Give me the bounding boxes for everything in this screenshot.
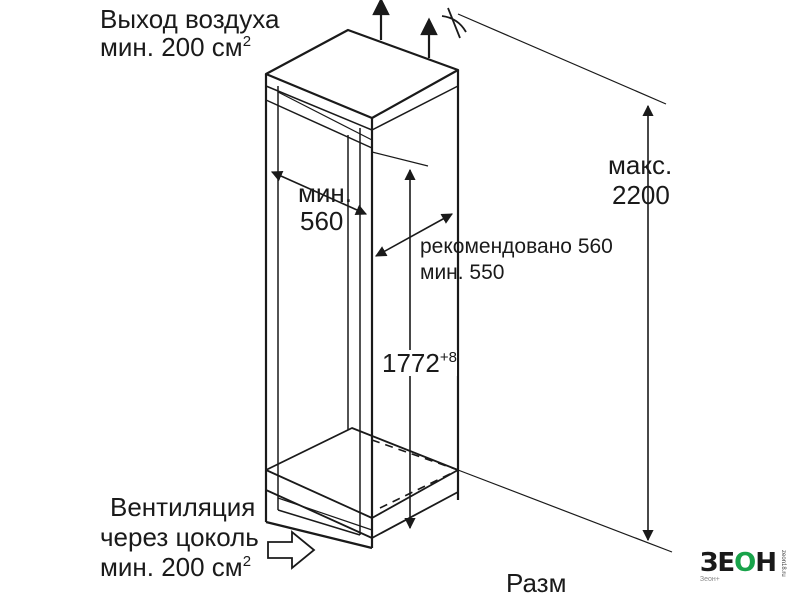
width-label-line1: мин. bbox=[298, 178, 352, 208]
air-outlet-arrows bbox=[372, 0, 467, 58]
dim-line-width-560 bbox=[270, 170, 368, 216]
niche-floor bbox=[265, 427, 459, 519]
air-outlet-label-line2: мин. 200 см2 bbox=[100, 32, 252, 62]
bottom-caption: Разм bbox=[506, 568, 567, 598]
hidden-edges bbox=[371, 439, 459, 509]
max-height-label-line1: макс. bbox=[608, 150, 673, 180]
niche-base bbox=[265, 520, 373, 550]
max-marker-icon bbox=[441, 7, 467, 39]
dimension-lines bbox=[270, 13, 673, 553]
watermark-sub: Зеон+ bbox=[699, 576, 720, 583]
height-1772-label: 1772+8 bbox=[382, 348, 457, 378]
depth-label-line2: мин. 550 bbox=[420, 261, 505, 284]
vent-superscript: 2 bbox=[242, 553, 252, 570]
cabinet-niche bbox=[264, 28, 460, 550]
max-height-label-line2: 2200 bbox=[612, 180, 670, 210]
vent-inlet-arrow bbox=[267, 530, 316, 570]
air-outlet-superscript: 2 bbox=[242, 33, 252, 50]
vent-label-line1: Вентиляция bbox=[110, 492, 256, 522]
height-tolerance: +8 bbox=[439, 349, 457, 366]
watermark-url: zeon18.ru bbox=[780, 550, 786, 577]
width-label-line2: 560 bbox=[300, 206, 344, 236]
dim-line-depth bbox=[375, 213, 453, 257]
watermark-logo: ЗЕОН zeon18.ru Зеон+ bbox=[699, 548, 786, 583]
arrow-right-icon bbox=[267, 530, 316, 570]
vent-label-line2: через цоколь bbox=[100, 522, 259, 552]
air-outlet-label-line1: Выход воздуха bbox=[100, 4, 280, 34]
depth-label-line1: рекомендовано 560 bbox=[420, 235, 613, 258]
vent-label-line3: мин. 200 см2 bbox=[100, 552, 252, 582]
